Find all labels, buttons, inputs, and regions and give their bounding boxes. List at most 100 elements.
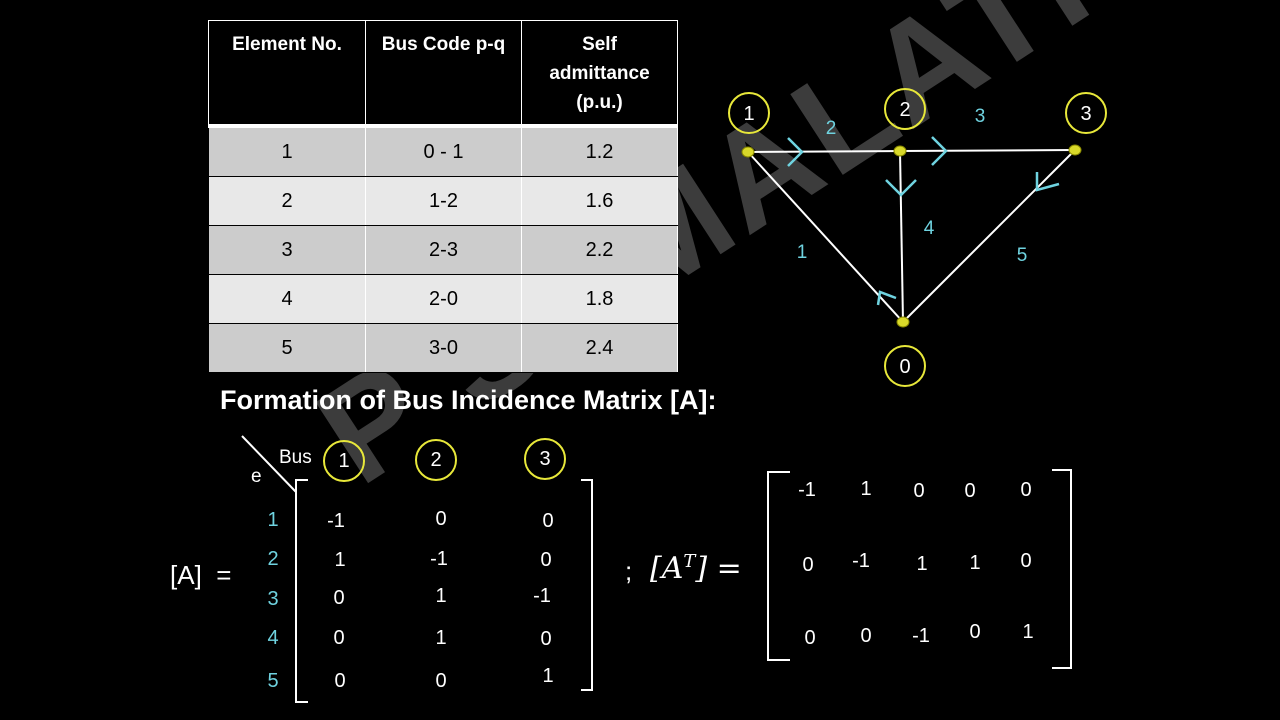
row-element-2: 2 bbox=[267, 548, 279, 570]
at-cell: 0 bbox=[860, 625, 872, 647]
cell-bus-code: 2-0 bbox=[365, 274, 522, 324]
a-cell: 0 bbox=[435, 670, 447, 692]
cell-bus-code: 1-2 bbox=[365, 176, 522, 226]
at-cell: 0 bbox=[964, 480, 976, 502]
row-element-1: 1 bbox=[267, 509, 279, 531]
arrow-element-2 bbox=[787, 137, 804, 167]
line-element-1 bbox=[747, 151, 904, 323]
cell-admittance: 2.4 bbox=[521, 323, 678, 373]
at-cell: -1 bbox=[852, 550, 870, 572]
header-self-admittance: Self admittance (p.u.) bbox=[521, 20, 678, 127]
table-row: 2 1-2 1.6 bbox=[208, 176, 678, 226]
element-label-3: 3 bbox=[975, 106, 986, 127]
bracket-right bbox=[581, 479, 593, 691]
a-cell: 0 bbox=[333, 587, 345, 609]
line-element-5 bbox=[902, 149, 1076, 323]
a-cell: -1 bbox=[327, 510, 345, 532]
cell-element: 5 bbox=[208, 323, 366, 373]
line-element-4 bbox=[899, 150, 904, 323]
at-cell: 0 bbox=[969, 621, 981, 643]
a-cell: 1 bbox=[542, 665, 554, 687]
matrix-heading: Formation of Bus Incidence Matrix [A]: bbox=[220, 385, 717, 415]
matrix-at-label: [AT] = bbox=[650, 551, 742, 586]
matrix-a-lines bbox=[241, 435, 593, 703]
element-label-2: 2 bbox=[826, 118, 837, 139]
a-cell: 1 bbox=[435, 585, 447, 607]
matrix-a-label: [A] = bbox=[170, 560, 232, 590]
element-label-1: 1 bbox=[797, 242, 808, 263]
at-cell: 1 bbox=[916, 553, 928, 575]
at-cell: 1 bbox=[860, 478, 872, 500]
a-cell: 0 bbox=[540, 549, 552, 571]
corner-diagonal bbox=[241, 435, 297, 493]
col-bus-circle-3: 3 bbox=[524, 438, 566, 480]
a-cell: 0 bbox=[333, 627, 345, 649]
at-cell: -1 bbox=[798, 479, 816, 501]
a-cell: 0 bbox=[542, 510, 554, 532]
at-cell: 0 bbox=[913, 480, 925, 502]
row-element-4: 4 bbox=[267, 627, 279, 649]
matrix-at-brackets bbox=[767, 469, 1072, 669]
element-label-4: 4 bbox=[924, 218, 935, 239]
a-cell: 0 bbox=[540, 628, 552, 650]
row-element-3: 3 bbox=[267, 588, 279, 610]
line-element-2 bbox=[747, 150, 901, 153]
cell-element: 4 bbox=[208, 274, 366, 324]
a-cell: 1 bbox=[334, 549, 346, 571]
bus-circle-1 bbox=[728, 92, 770, 134]
arrow-element-3 bbox=[931, 136, 948, 166]
cell-admittance: 1.6 bbox=[521, 176, 678, 226]
bus-circle-2 bbox=[884, 88, 926, 130]
at-cell: 0 bbox=[1020, 479, 1032, 501]
bus-label-0: 0 bbox=[899, 356, 910, 378]
node-bus-2 bbox=[893, 145, 907, 157]
a-cell: -1 bbox=[533, 585, 551, 607]
a-cell: 0 bbox=[334, 670, 346, 692]
network-diagram: 1 2 3 0 1 2 3 4 5 bbox=[728, 88, 1107, 387]
table-header-row: Element No. Bus Code p-q Self admittance… bbox=[208, 20, 678, 127]
table-row: 5 3-0 2.4 bbox=[208, 323, 678, 373]
table-row: 3 2-3 2.2 bbox=[208, 225, 678, 275]
cell-bus-code: 0 - 1 bbox=[365, 125, 522, 177]
cell-element: 3 bbox=[208, 225, 366, 275]
bus-label-2: 2 bbox=[899, 99, 910, 121]
node-bus-1 bbox=[741, 146, 755, 158]
bracket-left bbox=[767, 471, 790, 661]
cell-element: 1 bbox=[208, 125, 366, 177]
arrow-element-5 bbox=[1035, 172, 1060, 192]
line-element-3 bbox=[899, 149, 1076, 152]
node-bus-0 bbox=[896, 316, 910, 328]
col-bus-circle-1: 1 bbox=[323, 440, 365, 482]
bracket-left bbox=[295, 479, 308, 703]
at-cell: -1 bbox=[912, 625, 930, 647]
cell-bus-code: 2-3 bbox=[365, 225, 522, 275]
node-bus-3 bbox=[1068, 144, 1082, 156]
arrow-element-4 bbox=[885, 179, 917, 197]
cell-bus-code: 3-0 bbox=[365, 323, 522, 373]
at-cell: 0 bbox=[802, 554, 814, 576]
a-cell: 0 bbox=[435, 508, 447, 530]
col-bus-circle-2: 2 bbox=[415, 439, 457, 481]
corner-bus-label: Bus bbox=[279, 447, 312, 468]
bus-label-1: 1 bbox=[743, 103, 754, 125]
cell-admittance: 2.2 bbox=[521, 225, 678, 275]
table-row: 1 0 - 1 1.2 bbox=[208, 125, 678, 177]
corner-e-label: e bbox=[251, 466, 262, 487]
at-cell: 1 bbox=[969, 552, 981, 574]
a-cell: 1 bbox=[435, 627, 447, 649]
header-bus-code: Bus Code p-q bbox=[365, 20, 522, 127]
cell-element: 2 bbox=[208, 176, 366, 226]
separator: ; bbox=[625, 556, 633, 586]
table-row: 4 2-0 1.8 bbox=[208, 274, 678, 324]
header-element-no: Element No. bbox=[208, 20, 366, 127]
bus-circle-3 bbox=[1065, 92, 1107, 134]
a-cell: -1 bbox=[430, 548, 448, 570]
bracket-right bbox=[1052, 469, 1072, 669]
at-cell: 0 bbox=[1020, 550, 1032, 572]
row-element-5: 5 bbox=[267, 670, 279, 692]
element-table: Element No. Bus Code p-q Self admittance… bbox=[208, 20, 678, 373]
bus-label-3: 3 bbox=[1080, 103, 1091, 125]
bus-circle-0 bbox=[884, 345, 926, 387]
element-label-5: 5 bbox=[1017, 245, 1028, 266]
cell-admittance: 1.8 bbox=[521, 274, 678, 324]
